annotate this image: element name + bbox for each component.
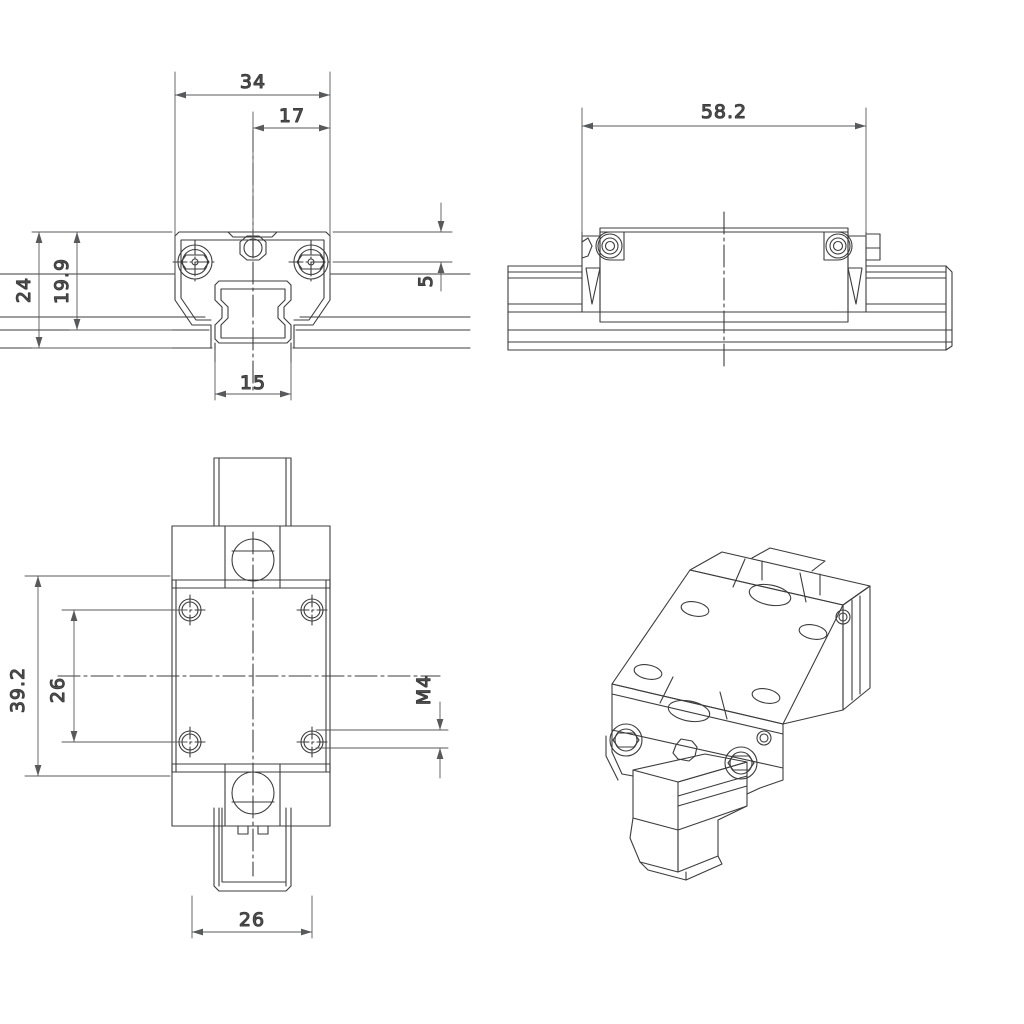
iso-front-screws <box>609 723 758 780</box>
front-screw-right <box>288 239 334 285</box>
dim-label-39-2: 39.2 <box>7 667 29 713</box>
top-endcap-upper <box>171 525 331 589</box>
iso-grease-ports <box>659 558 807 723</box>
dim-label-26-h: 26 <box>239 909 265 931</box>
side-grease-hole-left <box>595 231 625 261</box>
iso-rail-bottom <box>629 817 679 873</box>
iso-right-face <box>842 585 871 711</box>
iso-rail-detail <box>677 829 687 881</box>
dim-5 <box>332 202 453 292</box>
top-endcap-lower <box>171 763 331 835</box>
dim-19-9 <box>69 231 173 331</box>
iso-carriage-skirt <box>611 729 784 795</box>
top-view <box>57 457 441 892</box>
dim-label-15: 15 <box>240 372 266 394</box>
side-rail-right <box>865 265 953 351</box>
top-rail-upper <box>213 457 292 527</box>
dim-label-m4: M4 <box>413 675 435 705</box>
top-rail-lower <box>213 807 292 892</box>
iso-right-inner <box>851 595 861 701</box>
front-rail-profile <box>214 280 292 344</box>
dim-34 <box>174 71 331 279</box>
dim-m4 <box>315 701 449 779</box>
dim-26-horizontal <box>191 895 313 939</box>
dim-label-26-v: 26 <box>47 677 69 703</box>
hole-top-right <box>296 594 328 626</box>
iso-rail-groove <box>677 775 748 807</box>
iso-rail-front <box>632 769 679 831</box>
dim-label-34: 34 <box>240 71 266 93</box>
dim-label-5: 5 <box>415 274 437 287</box>
front-view-dimensions <box>31 71 453 401</box>
side-carriage-body <box>599 227 849 323</box>
iso-rear-step-line <box>761 560 821 596</box>
iso-rail-bottom-right <box>677 805 748 873</box>
side-endcap-right <box>835 231 867 313</box>
dim-26-vertical <box>61 609 187 743</box>
side-view-dimensions <box>581 107 867 237</box>
iso-carriage-skirt-2 <box>605 735 619 781</box>
iso-right-face-edge <box>782 604 844 725</box>
dim-15 <box>214 349 292 401</box>
dim-39-2 <box>24 575 171 777</box>
iso-rail-side <box>677 761 748 831</box>
side-endcap-left <box>581 231 613 313</box>
front-view <box>0 129 471 393</box>
hole-bottom-right <box>296 726 328 758</box>
dim-17 <box>252 111 331 241</box>
dim-24 <box>31 231 173 349</box>
iso-top-face <box>611 569 844 725</box>
iso-view <box>605 547 871 881</box>
iso-rear-notch <box>751 547 826 572</box>
side-rail-left <box>507 265 953 351</box>
iso-top-holes <box>633 601 828 704</box>
front-rail-profile-inner <box>220 288 286 339</box>
front-screw-left <box>172 239 218 285</box>
front-carriage-body-inner <box>180 239 325 321</box>
dim-58-2 <box>581 107 867 237</box>
iso-right-port <box>756 609 851 746</box>
top-mounting-holes <box>174 594 328 758</box>
dim-label-58-2: 58.2 <box>701 101 747 123</box>
top-view-dimensions <box>24 575 449 939</box>
dim-label-17: 17 <box>279 105 305 127</box>
dim-label-19-9: 19.9 <box>51 258 73 304</box>
iso-rail-top <box>632 753 748 783</box>
side-grease-hole-right <box>823 231 881 261</box>
iso-front-face-inner <box>611 693 784 735</box>
dim-label-24: 24 <box>13 277 35 303</box>
iso-rear-step <box>689 551 871 606</box>
side-view <box>507 211 953 371</box>
